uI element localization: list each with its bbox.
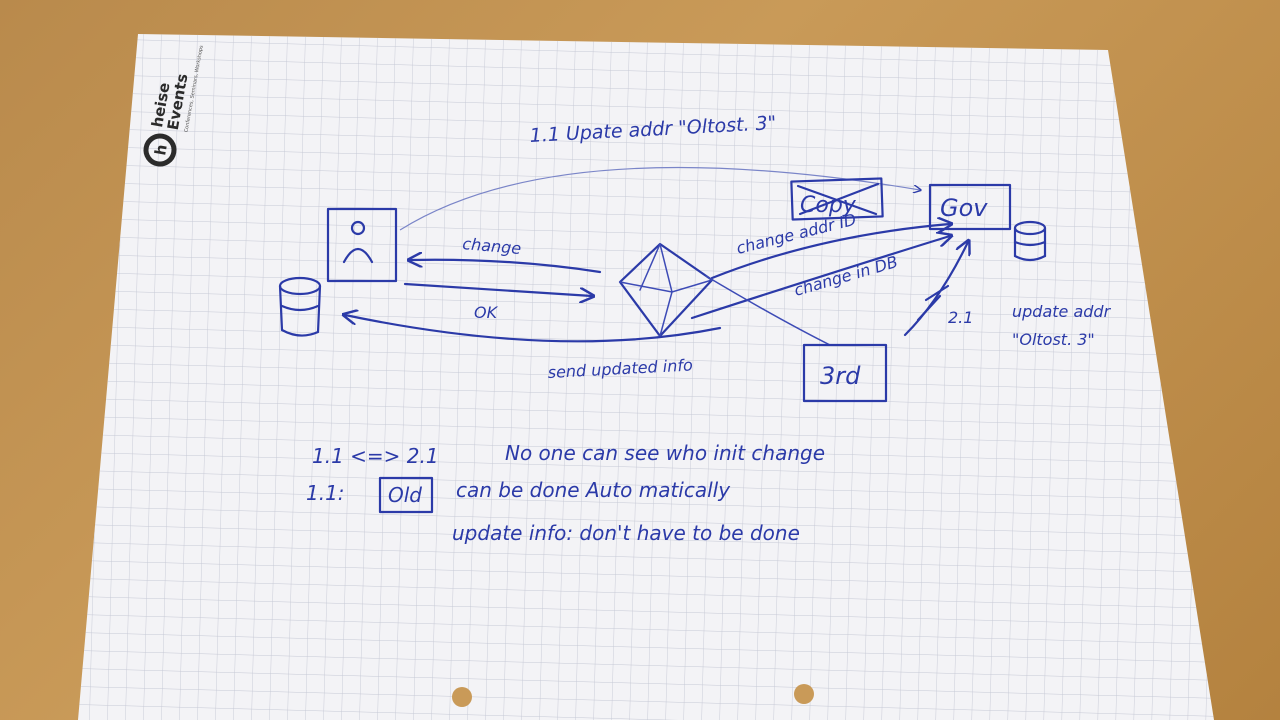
third-party-box: 3rd	[802, 343, 888, 403]
gov-box-label: Gov	[940, 194, 988, 222]
step21-scribble	[916, 284, 950, 322]
person-box	[326, 207, 398, 283]
ok-arrow	[403, 282, 592, 296]
send-info-arrow	[345, 315, 722, 343]
notes-section: 1.1 <=> 2.1 No one can see who init chan…	[306, 441, 825, 545]
note1-prefix: 1.1 <=> 2.1	[312, 444, 439, 468]
note3-text: update info: don't have to be done	[452, 521, 800, 545]
change-arrow	[410, 260, 602, 274]
step21-text-line1: update addr	[1012, 302, 1112, 321]
svg-text:h: h	[151, 143, 171, 157]
copy-box: Copy	[790, 177, 884, 221]
note2-old-box	[378, 476, 434, 514]
change-id-arrow	[710, 224, 950, 280]
note2-prefix: 1.1:	[306, 481, 345, 505]
step21-number: 2.1	[948, 308, 973, 327]
note2-box-text: Old	[388, 483, 422, 507]
gov-box: Gov	[928, 183, 1012, 231]
note1-text: No one can see who init change	[505, 441, 825, 465]
punch-hole-left	[452, 687, 472, 707]
punch-hole-right	[794, 684, 814, 704]
step21-arrow	[903, 242, 968, 337]
database-icon-right	[1013, 220, 1047, 262]
change-db-arrow	[690, 236, 950, 320]
third-box-label: 3rd	[820, 362, 861, 390]
ok-label: OK	[474, 303, 499, 322]
database-icon-left	[278, 276, 322, 337]
third-link-line	[705, 275, 831, 346]
step21-text-line2: "Oltost. 3"	[1012, 330, 1095, 349]
note2-text: can be done Auto matically	[456, 478, 731, 502]
top-arrow	[399, 166, 920, 231]
person-head-icon	[350, 220, 366, 236]
